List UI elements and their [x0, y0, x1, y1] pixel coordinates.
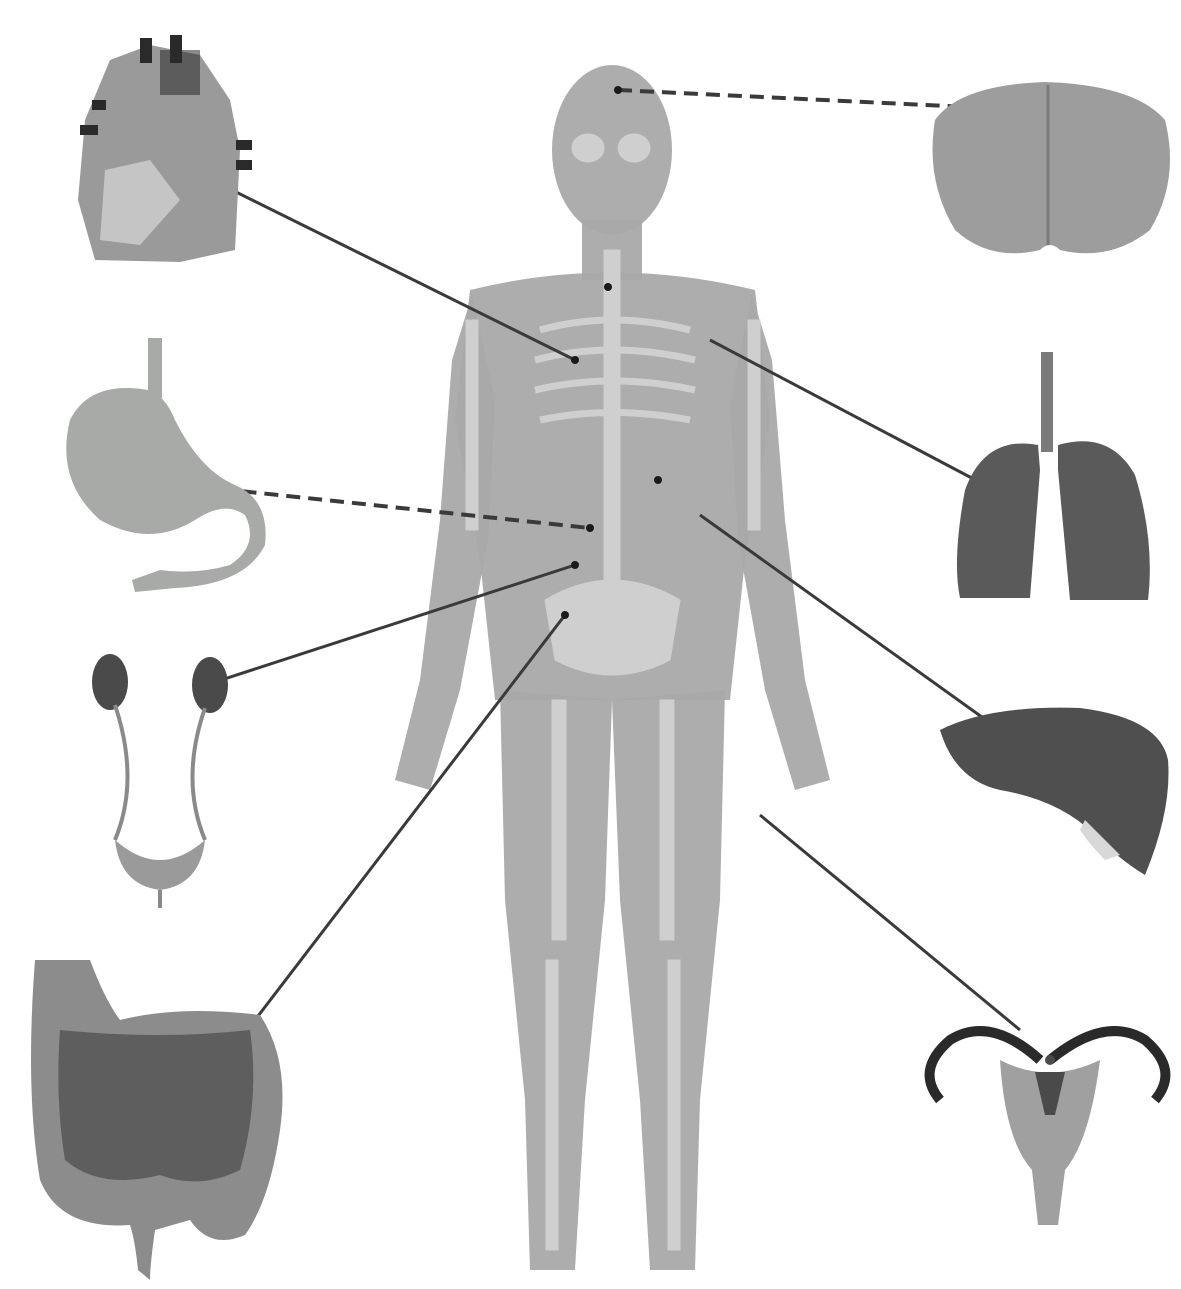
lungs-icon [957, 352, 1150, 600]
right-femur [660, 700, 674, 940]
left-humerus [466, 320, 478, 530]
uterus-icon [930, 1031, 1166, 1225]
anchor-dot-kidneys [571, 561, 579, 569]
right-tibia [668, 960, 680, 1250]
skull-eye-right [618, 134, 650, 162]
human-body-figure [395, 65, 830, 1270]
stomach-icon [66, 338, 265, 592]
leader-line-liver [700, 515, 1000, 730]
body-left-arm [395, 295, 495, 790]
anchor-dot-stomach [586, 524, 594, 532]
right-humerus [748, 320, 760, 530]
pelvis [545, 580, 680, 675]
heart-icon [78, 35, 252, 262]
anchor-dot-head [614, 86, 622, 94]
anchor-dot-liver [654, 476, 662, 484]
left-femur [552, 700, 566, 940]
body-right-arm [730, 295, 830, 790]
brain-icon [933, 82, 1171, 253]
anchor-dot-neck [604, 283, 612, 291]
kidneys-bladder-icon [92, 654, 228, 908]
left-tibia [546, 960, 558, 1250]
liver-icon [940, 708, 1169, 875]
leader-line-uterus [760, 815, 1020, 1030]
skull-eye-left [572, 134, 604, 162]
leader-line-brain [618, 90, 988, 108]
anchor-dot-intestine [561, 611, 569, 619]
anchor-dot-heart [571, 356, 579, 364]
large-intestine-icon [31, 960, 283, 1280]
leader-line-heart [232, 190, 575, 360]
